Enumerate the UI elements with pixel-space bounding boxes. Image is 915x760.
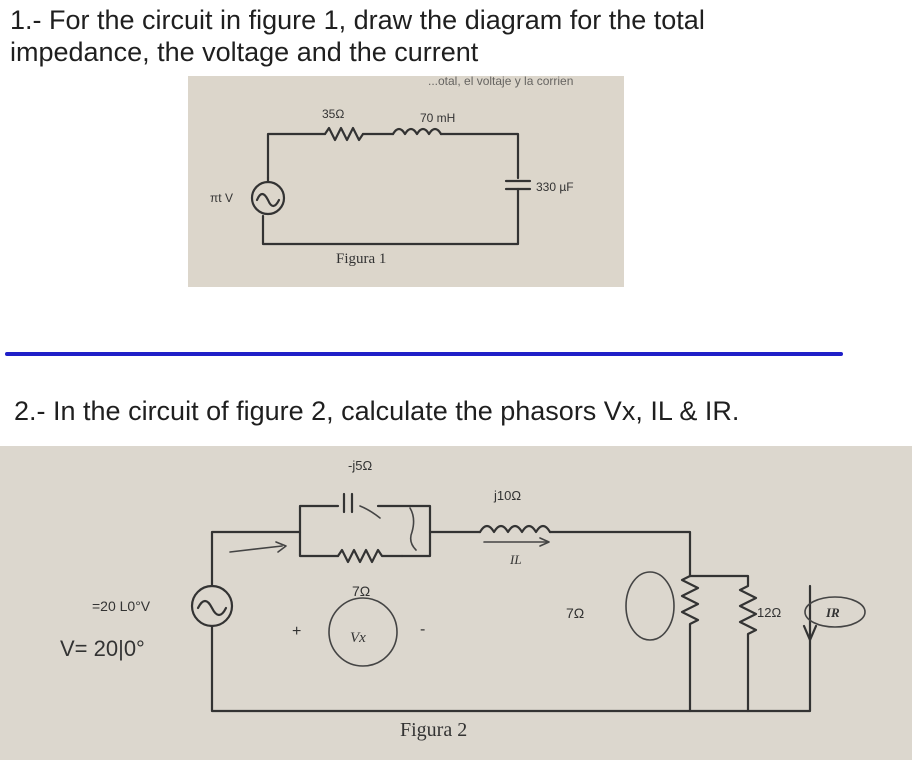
plus-sign: + — [292, 623, 301, 640]
section-divider — [5, 352, 843, 356]
capacitor-j5-label: -j5Ω — [348, 458, 372, 473]
capacitor-330uf-label: 330 µF — [536, 180, 574, 194]
figure-2-photo: -j5Ω j10Ω IL 7Ω Vx + - =20 L0°V V= 20|0°… — [0, 446, 912, 760]
figure-2-caption: Figura 2 — [400, 719, 467, 741]
capacitor-j5-symbol — [342, 492, 354, 514]
resistor-12-symbol — [688, 574, 758, 713]
inductor-70mh-symbol — [391, 127, 443, 136]
ir-label: IR — [825, 605, 840, 620]
vx-label: Vx — [350, 630, 366, 646]
figure-1-caption: Figura 1 — [336, 251, 386, 267]
resistor-12-label: 12Ω — [757, 605, 781, 620]
squiggle-sketch — [409, 507, 417, 551]
ir-arrow-head — [802, 624, 818, 642]
arrow-head — [275, 541, 287, 553]
inductor-70mh-label: 70 mH — [420, 111, 455, 125]
wire-left-top — [210, 530, 302, 588]
resistor-7-middle-label: 7Ω — [566, 605, 584, 621]
resistor-7-bridge-label: 7Ω — [352, 583, 370, 599]
wire-l-right — [548, 530, 692, 578]
ac-source-symbol — [190, 584, 234, 628]
bridge-wires — [298, 504, 432, 558]
resistor-35-symbol — [323, 126, 365, 142]
figure-1-circuit: ...otal, el voltaje y la corrien 35Ω 70 … — [210, 76, 574, 267]
wire-bottom — [261, 187, 520, 246]
figure-1-photo: ...otal, el voltaje y la corrien 35Ω 70 … — [188, 76, 624, 287]
resistor-35-label: 35Ω — [322, 107, 344, 121]
capacitor-330uf-symbol — [504, 179, 532, 191]
wire-bottom — [210, 624, 812, 713]
ir-label-oval — [804, 596, 866, 628]
resistor-7-bridge-symbol — [336, 548, 404, 564]
inductor-j10-symbol — [478, 524, 552, 534]
figure-2-circuit: -j5Ω j10Ω IL 7Ω Vx + - =20 L0°V V= 20|0°… — [60, 458, 866, 741]
minus-sign: - — [420, 621, 425, 638]
source-label: πt V — [210, 191, 233, 205]
wire-top-right — [439, 132, 520, 180]
question-1-line-2: impedance, the voltage and the current — [10, 37, 479, 67]
sine-icon — [196, 599, 228, 617]
mesh-loop-sketch — [625, 571, 675, 641]
resistor-7-middle-symbol — [680, 574, 700, 713]
il-label: IL — [509, 552, 522, 567]
handwritten-source-label: V= 20|0° — [60, 636, 145, 661]
cap-sketch — [359, 505, 381, 519]
question-1: 1.- For the circuit in figure 1, draw th… — [10, 4, 890, 68]
question-2: 2.- In the circuit of figure 2, calculat… — [14, 396, 740, 426]
il-arrow-head — [539, 537, 550, 547]
vx-circle-sketch — [328, 597, 398, 667]
figure-1-header-fragment: ...otal, el voltaje y la corrien — [428, 76, 573, 88]
question-1-line-1: 1.- For the circuit in figure 1, draw th… — [10, 5, 705, 35]
source-label: =20 L0°V — [92, 598, 151, 614]
inductor-j10-label: j10Ω — [493, 488, 521, 503]
sine-icon — [255, 192, 281, 208]
arrow-line — [229, 545, 283, 553]
wire-left-top — [266, 132, 327, 180]
